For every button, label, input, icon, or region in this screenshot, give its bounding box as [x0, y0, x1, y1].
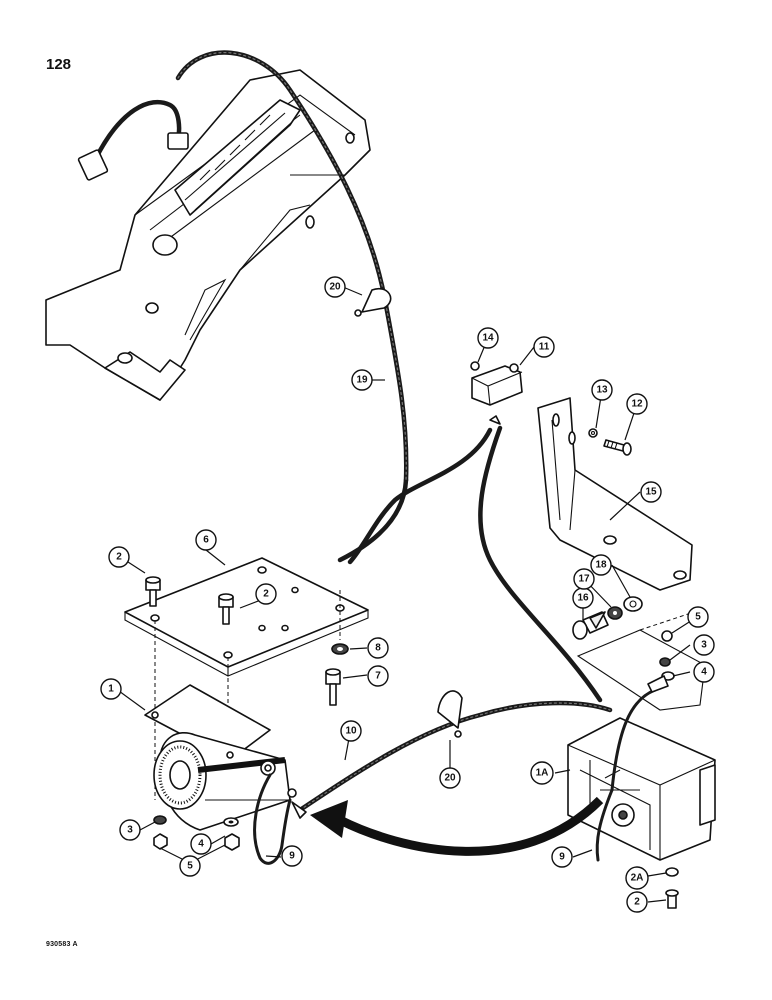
callout-4: 4: [693, 661, 715, 683]
washer-4-left: [223, 817, 239, 827]
svg-text:3: 3: [701, 640, 707, 651]
svg-text:2A: 2A: [631, 873, 644, 884]
bolt-2-left: [145, 576, 161, 607]
callout-20: 20: [324, 276, 346, 298]
svg-text:17: 17: [578, 574, 590, 585]
svg-text:11: 11: [539, 342, 550, 353]
callout-20: 20: [439, 767, 461, 789]
svg-text:4: 4: [701, 667, 707, 678]
callout-10: 10: [340, 720, 362, 742]
washer-3-right: [659, 657, 671, 667]
callout-13: 13: [591, 379, 613, 401]
bolt-7: [325, 668, 341, 706]
callout-6: 6: [195, 529, 217, 551]
plate-6: [124, 557, 369, 677]
washer-2A: [665, 867, 679, 877]
svg-text:19: 19: [356, 375, 368, 386]
callout-2A: 2A: [625, 866, 649, 890]
callout-9: 9: [281, 845, 303, 867]
svg-text:20: 20: [329, 282, 341, 293]
direction-arrow: [310, 796, 604, 856]
svg-text:1A: 1A: [536, 768, 549, 779]
svg-text:16: 16: [577, 593, 589, 604]
bolt-2-center: [218, 593, 234, 625]
callout-7: 7: [367, 665, 389, 687]
callout-17: 17: [573, 568, 595, 590]
bracket-15: [537, 397, 693, 591]
svg-text:8: 8: [375, 643, 381, 654]
callout-2: 2: [626, 891, 648, 913]
callout-1A: 1A: [530, 761, 554, 785]
figure-code: 930583 A: [46, 941, 78, 948]
callout-8: 8: [367, 637, 389, 659]
svg-text:7: 7: [375, 671, 381, 682]
wire-9-right: [595, 675, 669, 862]
callout-16: 16: [572, 587, 594, 609]
svg-text:2: 2: [116, 552, 122, 563]
callout-2: 2: [255, 583, 277, 605]
page-number: 128: [46, 56, 72, 73]
callout-11: 11: [533, 336, 555, 358]
callout-15: 15: [640, 481, 662, 503]
nut-5-left-b: [224, 833, 240, 851]
svg-text:1: 1: [108, 684, 114, 695]
screw-12: [603, 439, 632, 456]
callout-1: 1: [100, 678, 122, 700]
svg-text:5: 5: [187, 861, 193, 872]
callouts: 6 2 2 8 7 1 3 4 5 9 10 20 20 19 14 11 13…: [100, 276, 715, 913]
frame-assembly: [45, 69, 371, 401]
washer-17: [607, 606, 623, 620]
callout-9: 9: [551, 846, 573, 868]
svg-text:9: 9: [559, 852, 565, 863]
callout-2: 2: [108, 546, 130, 568]
nut-5-right: [661, 630, 673, 642]
svg-text:14: 14: [482, 333, 494, 344]
svg-text:15: 15: [645, 487, 657, 498]
cable-clip-20-upper: [354, 287, 392, 317]
cable-clip-20-lower: [437, 690, 463, 738]
callout-3: 3: [693, 634, 715, 656]
washer-18: [623, 596, 643, 612]
switch-wires: [347, 425, 603, 703]
bolt-16: [572, 611, 609, 640]
callout-18: 18: [590, 554, 612, 576]
svg-text:9: 9: [289, 851, 295, 862]
washer-8: [331, 643, 349, 655]
svg-text:18: 18: [595, 560, 607, 571]
bolt-2-right: [665, 889, 679, 909]
svg-text:20: 20: [444, 773, 456, 784]
callout-19: 19: [351, 369, 373, 391]
svg-text:6: 6: [203, 535, 209, 546]
switch-11: [471, 363, 523, 425]
harness-10: [291, 700, 613, 819]
backup-alarm-1: [144, 684, 291, 831]
svg-text:2: 2: [634, 897, 640, 908]
svg-text:4: 4: [198, 839, 204, 850]
wire-9-left: [253, 773, 297, 865]
callout-12: 12: [626, 393, 648, 415]
backup-alarm-1A: [567, 717, 716, 861]
svg-text:10: 10: [345, 726, 357, 737]
svg-text:12: 12: [631, 399, 643, 410]
nut-5-left-a: [153, 833, 168, 850]
lockwasher-13: [588, 428, 598, 438]
washer-3-left: [153, 815, 167, 825]
svg-text:2: 2: [263, 589, 269, 600]
svg-text:3: 3: [127, 825, 133, 836]
callout-5: 5: [687, 606, 709, 628]
svg-text:13: 13: [596, 385, 608, 396]
callout-3: 3: [119, 819, 141, 841]
callout-4: 4: [190, 833, 212, 855]
callout-5: 5: [179, 855, 201, 877]
nut-14: [470, 361, 480, 371]
svg-text:5: 5: [695, 612, 701, 623]
callout-14: 14: [477, 327, 499, 349]
